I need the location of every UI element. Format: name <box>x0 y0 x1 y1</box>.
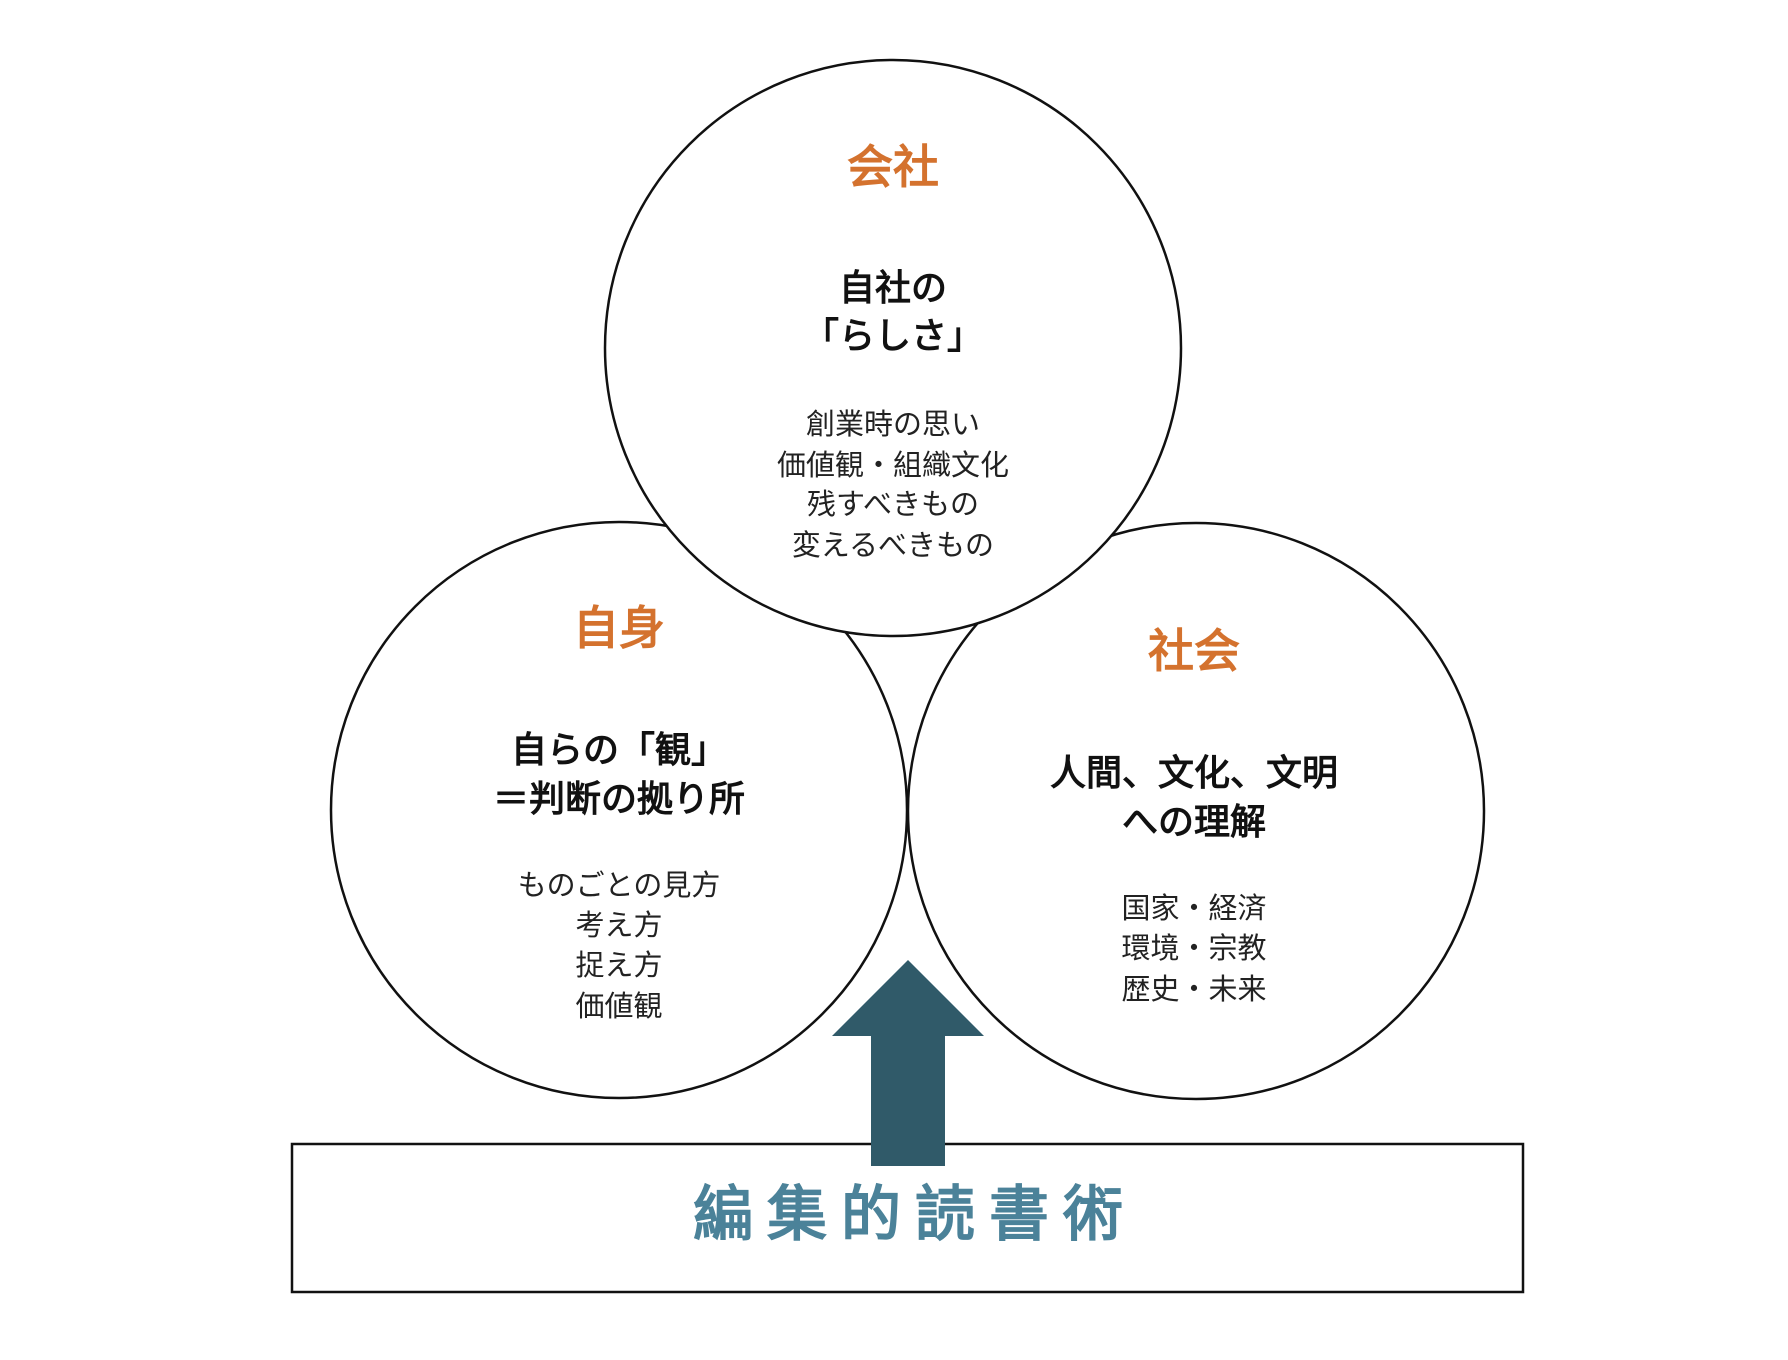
society-item: 環境・宗教 <box>1121 931 1266 965</box>
base-box <box>290 1142 1525 1294</box>
self-item: ものごとの見方 <box>518 868 721 902</box>
circle-company <box>603 58 1183 638</box>
base-label: 編集的読書術 <box>693 1180 1137 1250</box>
society-title: 社会 <box>1148 624 1240 678</box>
company-item: 創業時の思い <box>806 407 980 441</box>
self-subtitle-2: ＝判断の拠り所 <box>493 779 745 820</box>
self-item: 捉え方 <box>575 948 662 982</box>
company-item: 残すべきもの <box>807 487 979 521</box>
company-item: 変えるべきもの <box>792 528 994 562</box>
company-title: 会社 <box>847 140 939 194</box>
company-item: 価値観・組織文化 <box>777 448 1009 482</box>
society-item: 国家・経済 <box>1121 891 1266 925</box>
self-subtitle-1: 自らの「観」 <box>511 730 727 771</box>
society-subtitle-2: への理解 <box>1122 802 1266 843</box>
up-arrow <box>832 960 984 1166</box>
company-subtitle-1: 自社の <box>839 268 947 309</box>
circle-society <box>906 521 1486 1101</box>
self-item: 考え方 <box>575 908 662 942</box>
self-item: 価値観 <box>575 989 662 1023</box>
company-subtitle-2: 「らしさ」 <box>803 316 983 357</box>
society-item: 歴史・未来 <box>1121 972 1266 1006</box>
self-title: 自身 <box>573 601 665 655</box>
society-subtitle-1: 人間、文化、文明 <box>1050 753 1338 794</box>
